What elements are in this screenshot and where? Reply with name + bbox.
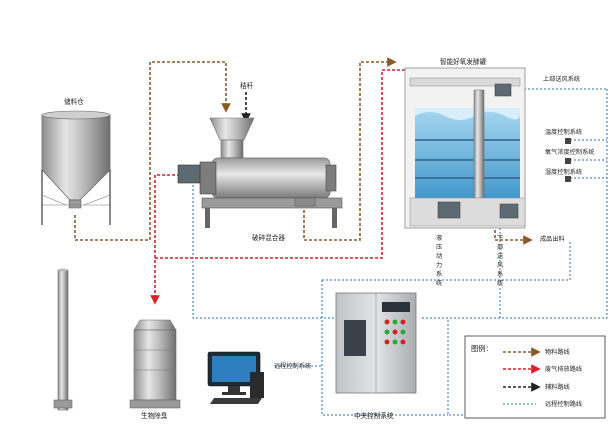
material-route (74, 57, 533, 245)
label-smart-fermenter: 智能好氧发酵罐 (440, 57, 487, 66)
bio-deodorizer (129, 319, 181, 409)
label-hydraulic-system: 液 压 动 力 系 统 (436, 234, 444, 287)
central-control-cabinet (335, 292, 417, 394)
label-storage-bin: 储料仓 (64, 97, 84, 106)
remote-computer (207, 351, 264, 404)
label-temp-control-system: 温度控制系统 (545, 128, 582, 136)
label-product-out: 成品出料 (540, 235, 565, 243)
storage-bin (41, 110, 111, 225)
legend-label-exhaust: 废气排放路线 (545, 365, 582, 373)
legend-label-auxiliary: 辅料路线 (545, 383, 570, 391)
label-humidity-control-system: 湿度控制系统 (545, 168, 582, 176)
legend-label-remote: 远程控制路线 (545, 400, 582, 408)
label-straw: 秸秆 (240, 81, 254, 90)
legend: 图例： 物料路线 废气排放路线 辅料路线 远程控制路线 (464, 335, 606, 419)
label-central-control: 中央控制系统 (354, 411, 394, 420)
label-oxygen-control-system: 氧气浓度控制系统 (545, 148, 595, 156)
label-remote-control: 远程控制系统 (274, 362, 311, 370)
label-lower-feed-system: 下 部 送 风 系 统 (497, 235, 505, 287)
crusher-mixer (177, 117, 343, 228)
fermenter-tank (404, 67, 571, 229)
exhaust-stack (53, 268, 73, 411)
label-bio-deodor: 生物除臭 (141, 411, 168, 420)
legend-label-material: 物料路线 (545, 348, 570, 356)
label-crusher-mixer: 破碎混合器 (252, 233, 285, 242)
label-upper-feed-system: 上部送风系统 (543, 75, 580, 83)
legend-title: 图例： (471, 344, 493, 353)
